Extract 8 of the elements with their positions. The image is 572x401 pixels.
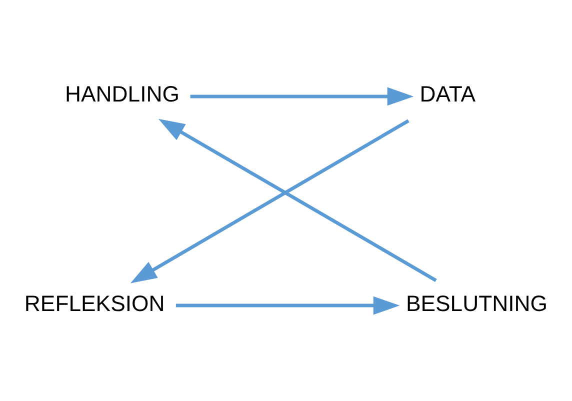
arrow (190, 86, 414, 106)
node-text: REFLEKSION (24, 290, 165, 316)
arrow (176, 296, 400, 314)
arrow (130, 118, 410, 283)
node-text: HANDLING (65, 81, 180, 106)
node-text: DATA (420, 81, 476, 106)
node-text: BESLUTNING (406, 290, 548, 316)
arrow (158, 118, 437, 282)
